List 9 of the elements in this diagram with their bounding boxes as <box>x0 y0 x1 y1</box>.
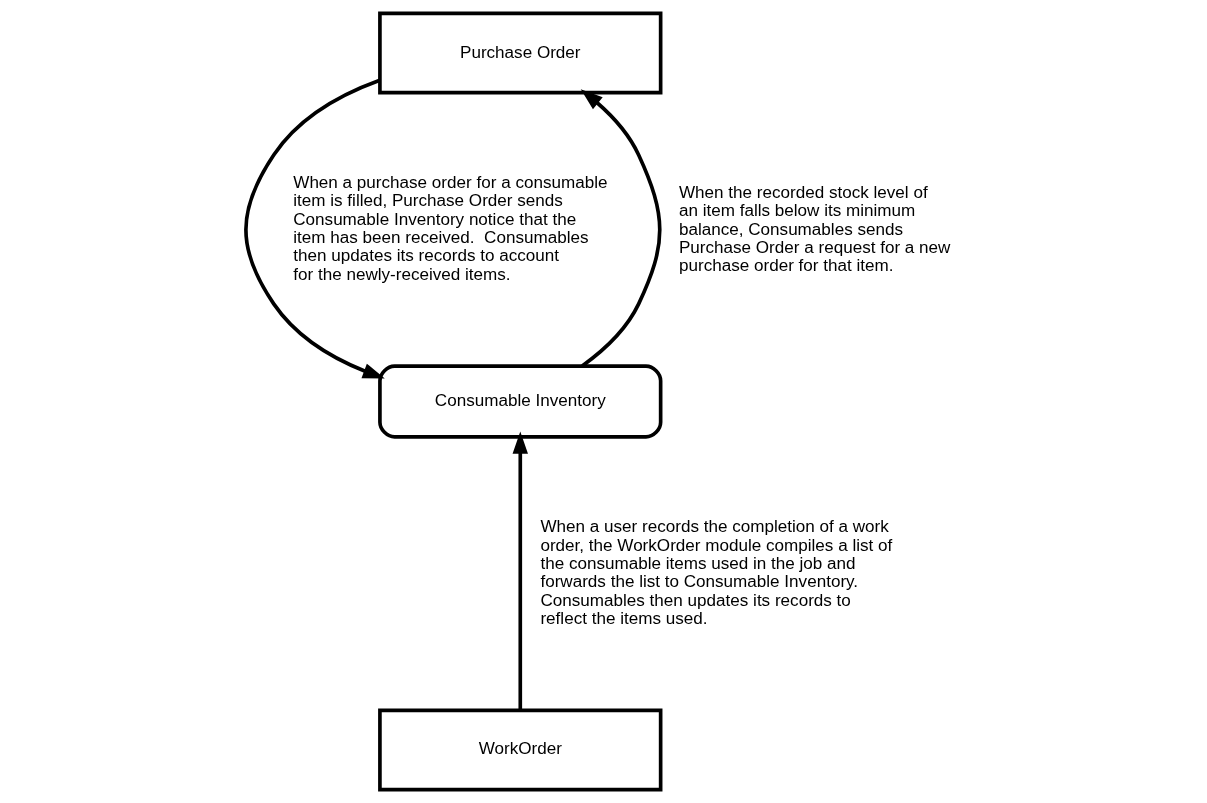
arrow <box>580 89 662 368</box>
edge-label: When a user records the completion of a work order, the WorkOrder module compiles a list of the consumable items used in the job and forwards the list to Consumable Inventory. Consumables then updates its records to reflect the items used. <box>539 517 892 628</box>
arrow <box>512 431 528 711</box>
edge-label: When the recorded stock level of an item falls below its minimum balance, Consumables sends Purchase Order a request for a new purchase order for that item. <box>678 182 950 276</box>
node-box: Purchase Order <box>377 11 662 95</box>
arrow <box>243 78 385 379</box>
edge-label: When a purchase order for a consumable item is filled, Purchase Order sends Consumable Inventory notice that the item has been received. Consumables then updates its records to account for the newly-received items. <box>292 173 607 284</box>
node-box: WorkOrder <box>377 708 662 792</box>
node-box: Consumable Inventory <box>377 364 662 439</box>
